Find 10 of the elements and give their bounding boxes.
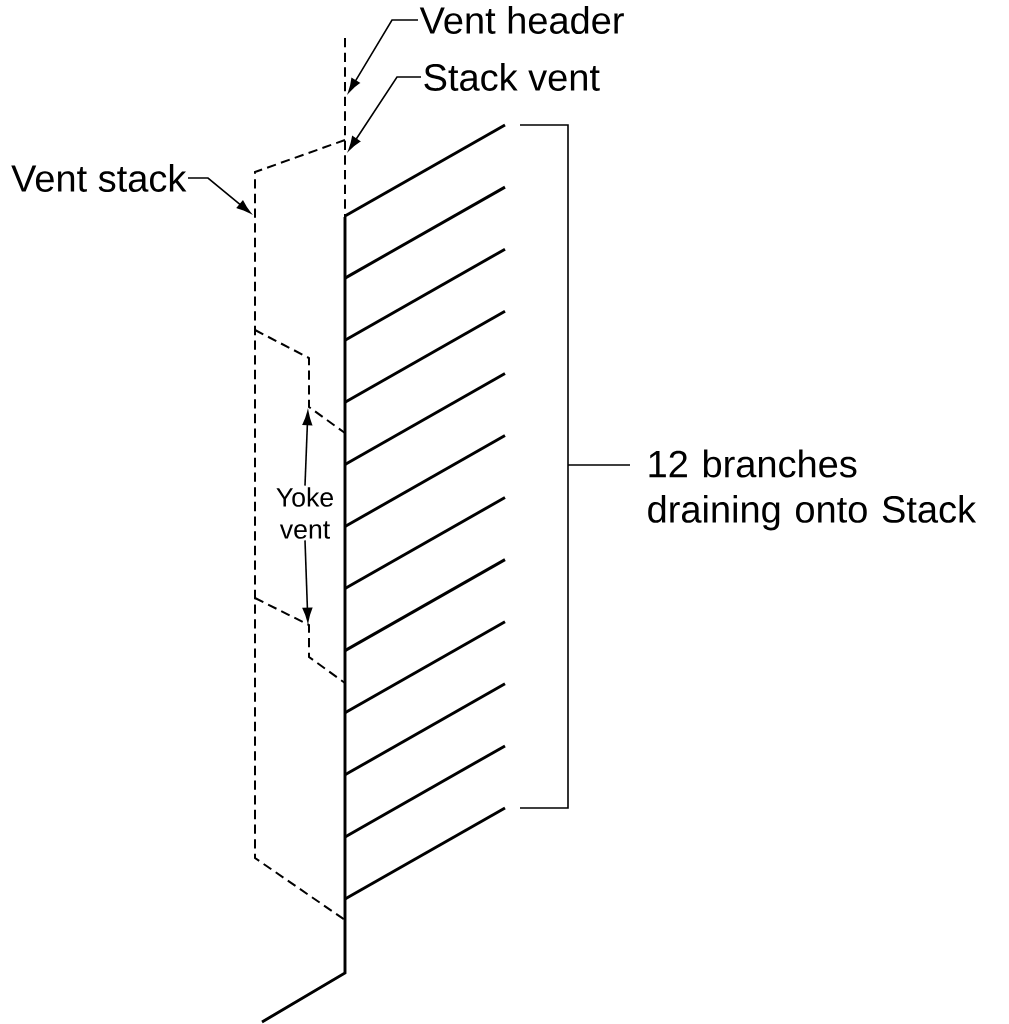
leader-line (187, 177, 251, 214)
callout-label: Stack vent (424, 63, 600, 91)
callout-label: Vent stack (11, 164, 187, 192)
callout-label: Yoke vent (276, 487, 333, 539)
note-text: 12 branches draining onto Stack (648, 449, 977, 531)
leader-line (348, 76, 422, 151)
callout-label: Vent header (419, 6, 624, 34)
leader-line (302, 539, 313, 622)
leader-line (348, 19, 419, 93)
leader-line (302, 411, 313, 487)
